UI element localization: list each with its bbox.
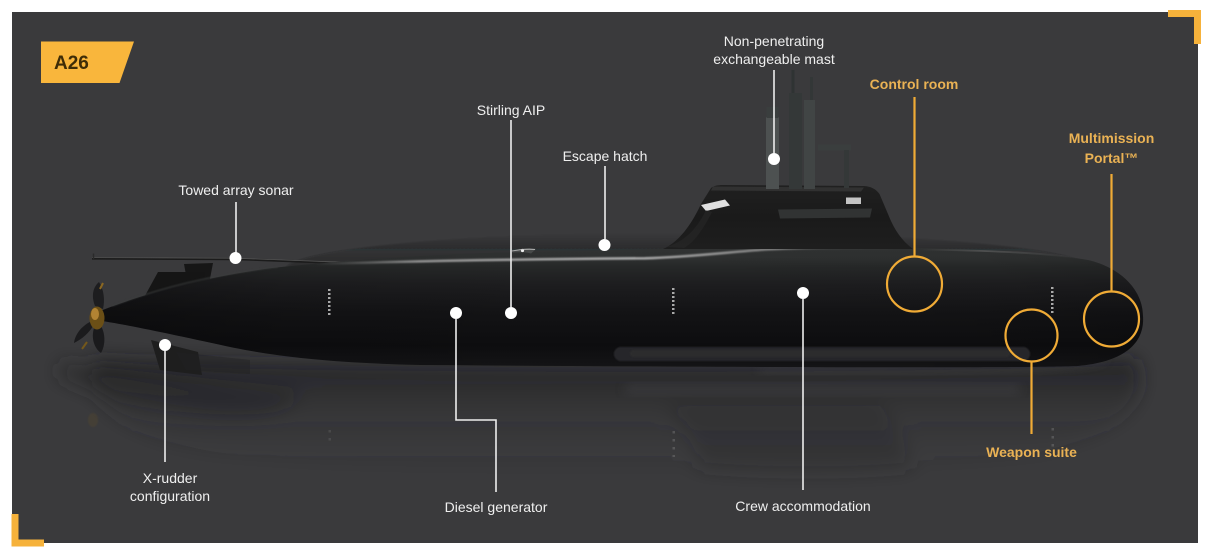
svg-text:A26: A26 bbox=[54, 53, 89, 74]
